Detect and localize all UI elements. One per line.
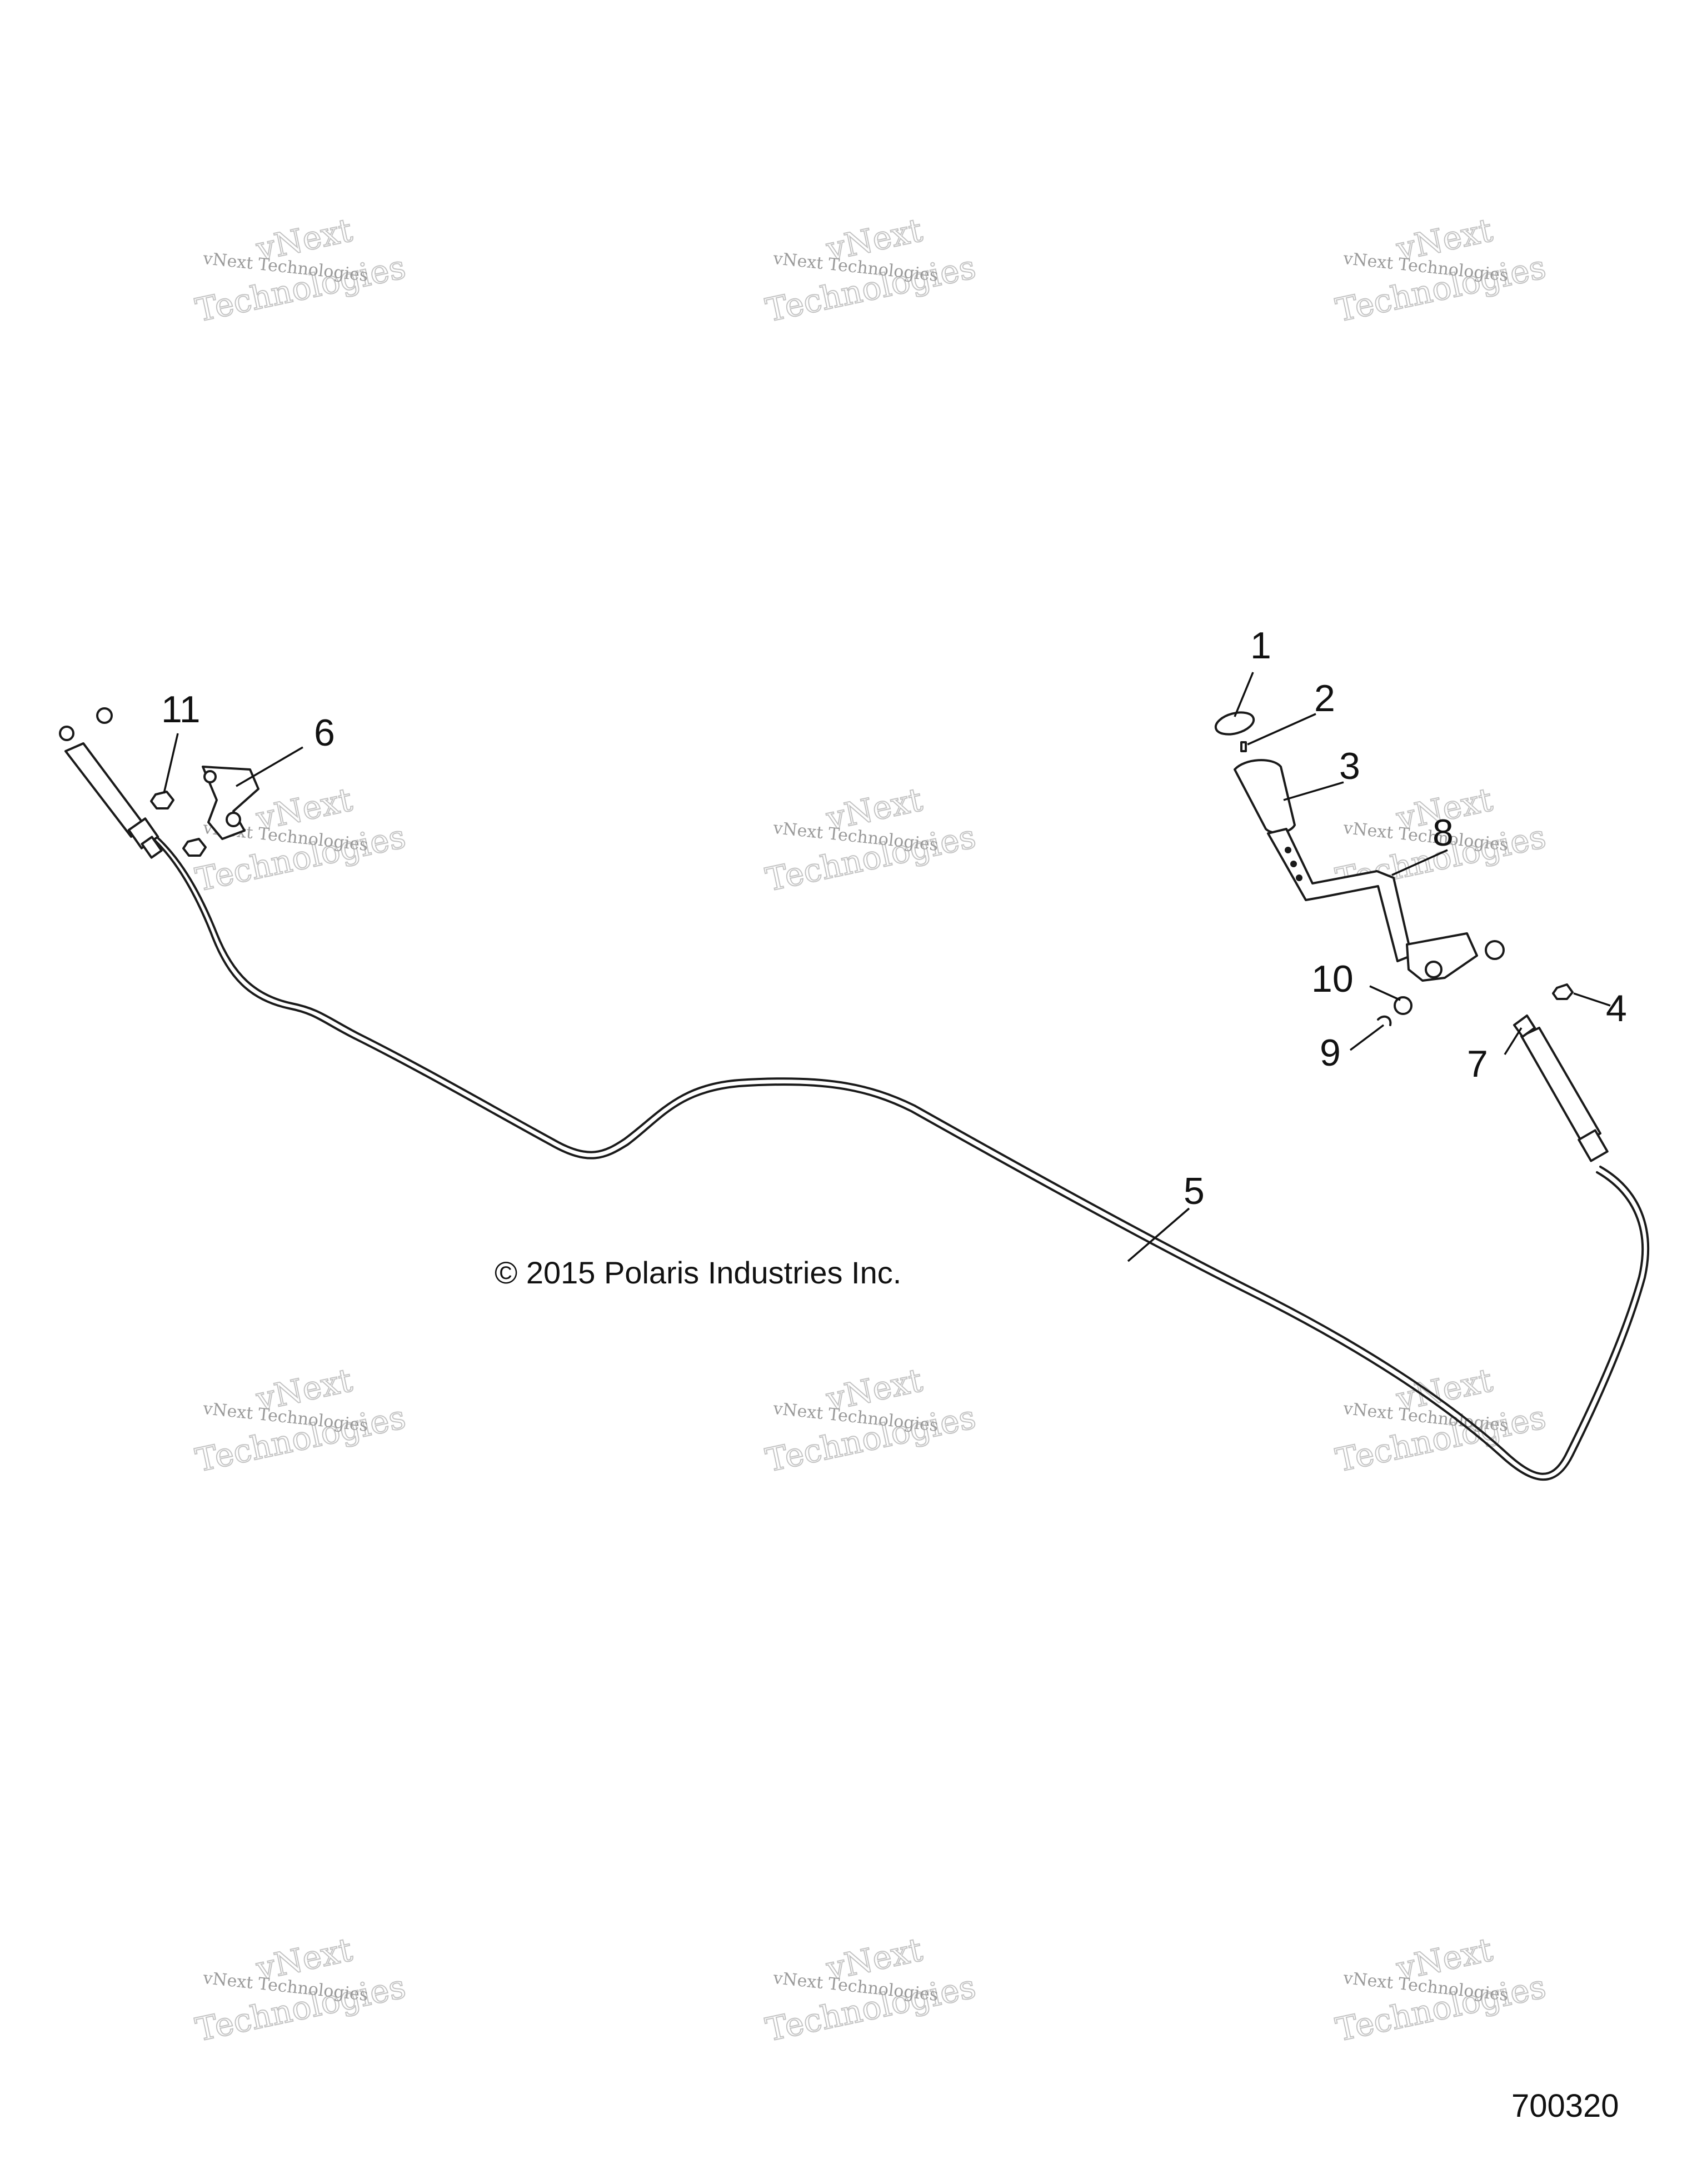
callout-5: 5 <box>1184 1170 1205 1212</box>
pivot-hole <box>1425 961 1443 978</box>
callout-10: 10 <box>1311 958 1354 1000</box>
leader-3 <box>1283 781 1344 801</box>
lever-pivot <box>1406 932 1478 982</box>
brake-cable <box>146 832 1650 1481</box>
nut <box>150 791 174 809</box>
leader-2 <box>1247 713 1316 746</box>
watermark: Technologies vNext vNext Technologies <box>1332 211 1550 330</box>
callout-2: 2 <box>1314 677 1335 719</box>
left-cable-nut <box>96 707 113 724</box>
callout-labels: 1 2 3 4 5 6 7 8 9 10 11 <box>161 624 1627 1212</box>
left-cable-clevis <box>59 726 74 741</box>
brake-cable-inner <box>152 832 1644 1475</box>
left-cable-housing <box>64 742 147 838</box>
leader-lines <box>163 672 1611 1262</box>
bracket-hole <box>226 812 241 827</box>
watermark: Technologies vNext vNext Technologies <box>192 1930 410 2050</box>
callout-6: 6 <box>314 712 335 754</box>
right-cable-housing <box>1520 1027 1601 1145</box>
bracket-assembly <box>150 766 259 857</box>
lever-hole <box>1285 847 1291 853</box>
callout-7: 7 <box>1467 1043 1488 1085</box>
copyright-notice: © 2015 Polaris Industries Inc. <box>495 1255 901 1290</box>
drawing-number: 700320 <box>1511 2088 1619 2124</box>
lock-nut <box>1552 983 1574 1000</box>
callout-11: 11 <box>161 688 201 731</box>
lever-knob <box>1234 759 1296 834</box>
watermark-layer: Technologies vNext vNext Technologies Te… <box>192 211 1550 2050</box>
knob-cap <box>1214 711 1255 736</box>
leader-11 <box>163 733 179 794</box>
watermark: Technologies vNext vNext Technologies <box>762 1361 980 1480</box>
lever-hole <box>1290 861 1297 867</box>
watermark: Technologies vNext vNext Technologies <box>192 1361 410 1480</box>
leader-10 <box>1369 985 1401 1001</box>
bracket-hole <box>203 770 217 783</box>
watermark: Technologies vNext vNext Technologies <box>762 780 980 899</box>
watermark: Technologies vNext vNext Technologies <box>192 211 410 330</box>
leader-7 <box>1504 1027 1523 1055</box>
bushing <box>1485 940 1505 960</box>
washer <box>1394 996 1412 1015</box>
nut <box>182 838 207 857</box>
callout-8: 8 <box>1433 812 1454 854</box>
right-cable-ferrule <box>1578 1129 1609 1162</box>
left-cable-ferrule-2 <box>141 836 163 859</box>
leader-1 <box>1234 672 1254 717</box>
watermark: Technologies vNext vNext Technologies <box>762 211 980 330</box>
leader-8 <box>1391 849 1448 876</box>
lever-assembly <box>1214 711 1574 1026</box>
watermark: Technologies vNext vNext Technologies <box>762 1930 980 2050</box>
callout-4: 4 <box>1606 987 1627 1029</box>
leader-5 <box>1127 1207 1190 1262</box>
set-screw <box>1240 741 1247 752</box>
callout-9: 9 <box>1320 1032 1341 1074</box>
callout-1: 1 <box>1250 624 1271 667</box>
e-clip <box>1377 1015 1392 1026</box>
leader-4 <box>1573 992 1611 1007</box>
callout-3: 3 <box>1339 745 1360 787</box>
leader-9 <box>1349 1024 1385 1051</box>
lever-hole <box>1296 874 1302 881</box>
leader-6 <box>236 746 303 787</box>
cable-assembly <box>59 707 1650 1481</box>
watermark: Technologies vNext vNext Technologies <box>1332 1930 1550 2050</box>
